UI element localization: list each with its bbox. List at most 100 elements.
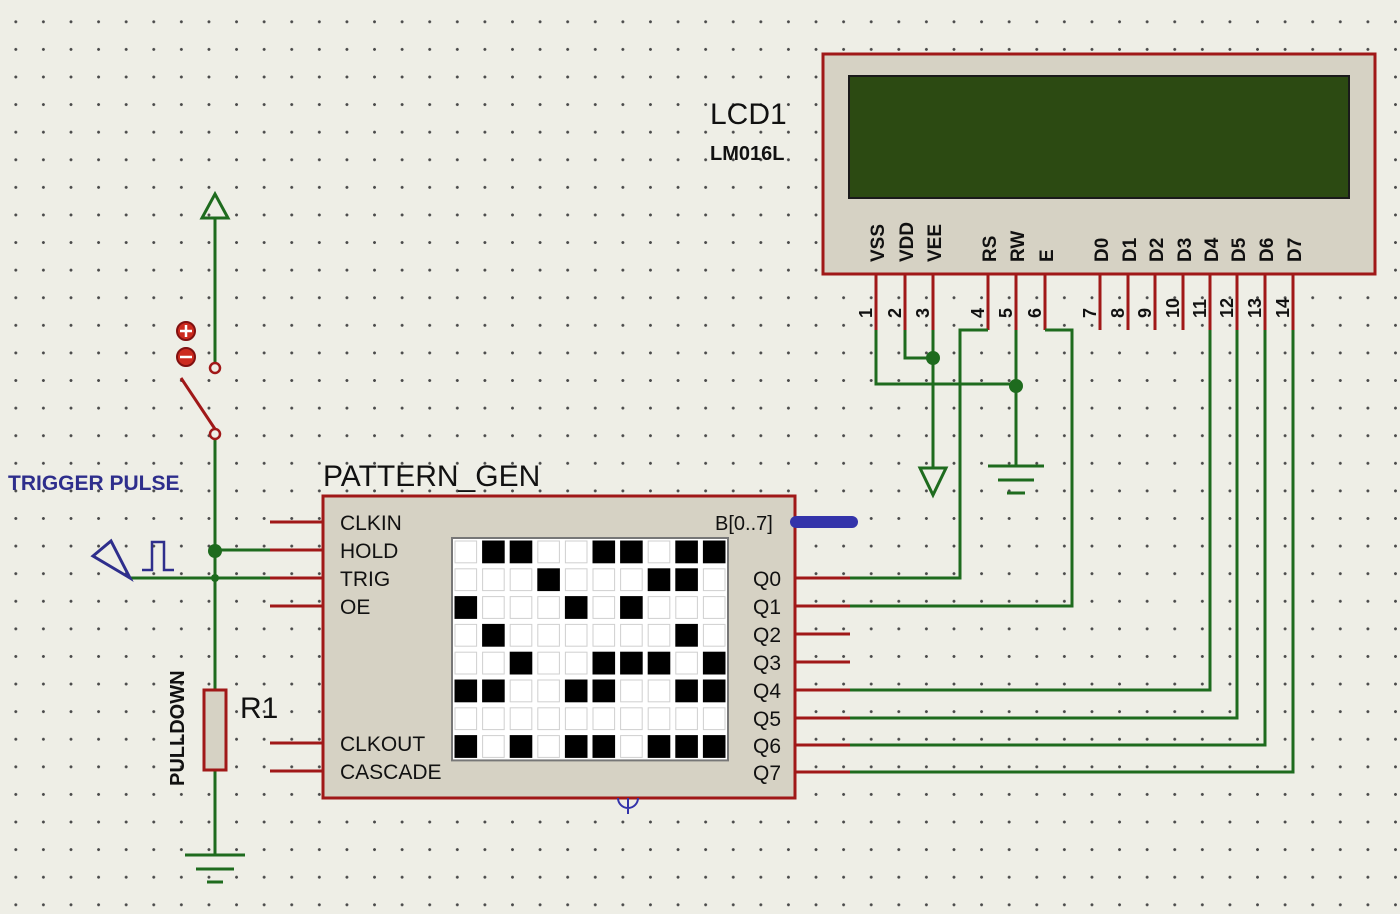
pattern-cell[interactable]	[564, 568, 588, 592]
pattern-cell[interactable]	[647, 651, 671, 675]
pattern-cell[interactable]	[702, 707, 726, 731]
wire-vss	[874, 330, 1016, 386]
pattern-cell[interactable]	[675, 651, 698, 675]
wire-e-q1	[848, 328, 1074, 608]
pattern-cell[interactable]	[592, 735, 616, 758]
pattern-cell[interactable]	[620, 540, 643, 564]
pattern-cell[interactable]	[675, 540, 698, 564]
pattern-cell[interactable]	[620, 596, 643, 619]
pattern-cell[interactable]	[592, 568, 616, 592]
lcd-pin-name: D0	[1092, 238, 1113, 262]
pattern-cell[interactable]	[647, 568, 671, 592]
pattern-cell[interactable]	[647, 540, 671, 564]
pg-left-pin-label: CLKIN	[340, 512, 402, 535]
pattern-cell[interactable]	[509, 568, 533, 592]
pattern-cell[interactable]	[454, 707, 478, 731]
pattern-cell[interactable]	[702, 651, 726, 675]
pattern-cell[interactable]	[482, 596, 505, 619]
lcd-pin-name: E	[1037, 249, 1058, 262]
pattern-cell[interactable]	[675, 735, 698, 758]
pattern-cell[interactable]	[482, 735, 505, 758]
pattern-cell[interactable]	[702, 679, 726, 703]
pattern-cell[interactable]	[482, 707, 505, 731]
pattern-cell[interactable]	[509, 596, 533, 619]
pattern-cell[interactable]	[675, 568, 698, 592]
pattern-cell[interactable]	[620, 651, 643, 675]
pattern-cell[interactable]	[702, 540, 726, 564]
pattern-cell[interactable]	[537, 623, 560, 647]
pattern-cell[interactable]	[454, 679, 478, 703]
pattern-cell[interactable]	[482, 623, 505, 647]
pattern-cell[interactable]	[537, 707, 560, 731]
pattern-cell[interactable]	[482, 651, 505, 675]
pattern-cell[interactable]	[620, 707, 643, 731]
pattern-cell[interactable]	[647, 623, 671, 647]
trigger-switch[interactable]	[176, 321, 222, 441]
lcd-pin-name: D6	[1257, 238, 1278, 262]
pattern-cell[interactable]	[482, 540, 505, 564]
pattern-cell[interactable]	[702, 735, 726, 758]
pattern-cell[interactable]	[564, 623, 588, 647]
pattern-cell[interactable]	[647, 679, 671, 703]
pattern-cell[interactable]	[702, 596, 726, 619]
pattern-cell[interactable]	[620, 679, 643, 703]
pattern-cell[interactable]	[620, 568, 643, 592]
pattern-cell[interactable]	[537, 596, 560, 619]
bus-label: B[0..7]	[715, 513, 773, 535]
pattern-cell[interactable]	[592, 651, 616, 675]
pattern-cell[interactable]	[647, 596, 671, 619]
pattern-cell[interactable]	[675, 707, 698, 731]
pattern-cell[interactable]	[564, 735, 588, 758]
pattern-cell[interactable]	[702, 568, 726, 592]
pattern-cell[interactable]	[564, 651, 588, 675]
pattern-cell[interactable]	[537, 568, 560, 592]
pattern-cell[interactable]	[537, 651, 560, 675]
resistor-r1[interactable]	[202, 688, 228, 772]
pattern-cell[interactable]	[482, 679, 505, 703]
pattern-cell[interactable]	[454, 623, 478, 647]
pattern-cell[interactable]	[592, 623, 616, 647]
pattern-cell[interactable]	[454, 540, 478, 564]
pattern-cell[interactable]	[454, 651, 478, 675]
lcd-pin-number: 7	[1080, 308, 1100, 318]
pattern-cell[interactable]	[592, 679, 616, 703]
pattern-grid	[451, 537, 729, 762]
pattern-cell[interactable]	[620, 735, 643, 758]
pattern-cell[interactable]	[482, 568, 505, 592]
pattern-cell[interactable]	[537, 735, 560, 758]
pattern-cell[interactable]	[509, 679, 533, 703]
lcd-component[interactable]	[821, 52, 1377, 276]
pattern-cell[interactable]	[564, 540, 588, 564]
pattern-cell[interactable]	[509, 735, 533, 758]
pattern-cell[interactable]	[454, 596, 478, 619]
pattern-cell[interactable]	[592, 596, 616, 619]
pattern-cell[interactable]	[675, 596, 698, 619]
pattern-cell[interactable]	[537, 679, 560, 703]
pattern-cell[interactable]	[702, 623, 726, 647]
pattern-cell[interactable]	[509, 623, 533, 647]
pg-left-pin-label: TRIG	[340, 568, 390, 591]
pulse-generator-icon[interactable]	[90, 538, 174, 582]
pattern-cell[interactable]	[509, 540, 533, 564]
pattern-cell[interactable]	[564, 707, 588, 731]
lcd-ref-label: LCD1	[710, 98, 787, 131]
pattern-cell[interactable]	[647, 735, 671, 758]
pattern-cell[interactable]	[454, 568, 478, 592]
ground-icon	[185, 853, 245, 884]
pattern-cell[interactable]	[592, 540, 616, 564]
wire-d5-q5	[848, 330, 1239, 720]
pattern-cell[interactable]	[564, 596, 588, 619]
pattern-cell[interactable]	[509, 651, 533, 675]
lcd-pin-number: 1	[856, 308, 876, 318]
pattern-cell[interactable]	[509, 707, 533, 731]
pattern-cell[interactable]	[675, 623, 698, 647]
switch-toggle-icon[interactable]	[176, 321, 196, 367]
pattern-cell[interactable]	[454, 735, 478, 758]
lcd-pin-number: 9	[1135, 308, 1155, 318]
pattern-cell[interactable]	[537, 540, 560, 564]
pattern-cell[interactable]	[564, 679, 588, 703]
pattern-cell[interactable]	[592, 707, 616, 731]
pattern-cell[interactable]	[675, 679, 698, 703]
pattern-cell[interactable]	[647, 707, 671, 731]
pattern-cell[interactable]	[620, 623, 643, 647]
